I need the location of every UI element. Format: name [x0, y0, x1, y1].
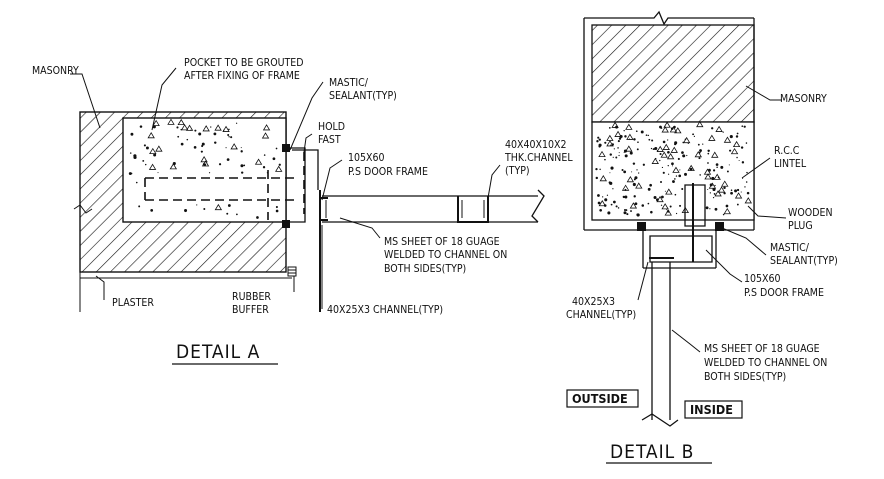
detail-a-label-tchannel-1: 40X40X10X2 [505, 139, 566, 151]
detail-a-grout-pocket [122, 117, 287, 223]
detail-a-label-sheet-3: BOTH SIDES(TYP) [384, 263, 466, 275]
detail-b-mastic-left [637, 222, 646, 231]
detail-b-label-plug-2: PLUG [788, 220, 813, 232]
detail-b-label-sheet-1: MS SHEET OF 18 GUAGE [704, 343, 820, 355]
detail-a: MASONRY POCKET TO BE GROUTED AFTER FIXIN… [32, 57, 573, 365]
detail-a-label-rubber-2: BUFFER [232, 304, 269, 316]
detail-a-label-sheet-2: WELDED TO CHANNEL ON [384, 249, 507, 261]
detail-b-label-mastic-2: SEALANT(TYP) [770, 255, 838, 267]
detail-a-rubber-buffer [287, 266, 297, 277]
detail-a-label-masonry: MASONRY [32, 65, 79, 77]
detail-b-leaders [637, 85, 787, 353]
detail-a-edge-channel [319, 197, 328, 221]
detail-a-label-pocket-1: POCKET TO BE GROUTED [184, 57, 304, 69]
detail-a-grout-speckle [128, 118, 283, 219]
detail-b-label-masonry: MASONRY [780, 93, 827, 105]
detail-a-label-plaster: PLASTER [112, 297, 154, 309]
detail-a-label-frame-2: P.S DOOR FRAME [348, 166, 428, 178]
detail-b-door-leaf [651, 262, 671, 420]
detail-b-label-mastic-1: MASTIC/ [770, 242, 810, 254]
detail-a-label-channel: 40X25X3 CHANNEL(TYP) [327, 304, 443, 316]
detail-b-label-channel-1: 40X25X3 [572, 296, 615, 308]
detail-a-label-tchannel-3: (TYP) [505, 165, 530, 177]
detail-a-label-mastic-1: MASTIC/ [329, 77, 369, 89]
detail-a-label-hold-2: FAST [318, 134, 341, 146]
detail-b-label-rcc-1: R.C.C [774, 145, 800, 157]
detail-b: MASONRY R.C.C LINTEL WOODEN PLUG MASTIC/… [566, 10, 838, 464]
detail-a-label-sheet-1: MS SHEET OF 18 GUAGE [384, 236, 500, 248]
detail-a-title: DETAIL A [176, 341, 260, 363]
detail-a-frame-hidden [144, 177, 296, 201]
detail-b-label-channel-2: CHANNEL(TYP) [566, 309, 636, 321]
detail-b-label-rcc-2: LINTEL [774, 158, 807, 170]
detail-b-door-frame [642, 230, 717, 269]
detail-b-outside-box [566, 389, 639, 408]
detail-b-mastic-right [715, 222, 724, 231]
detail-b-label-frame-1: 105X60 [744, 273, 781, 285]
detail-b-label-plug-1: WOODEN [788, 207, 833, 219]
detail-a-label-hold-1: HOLD [318, 121, 345, 133]
detail-a-label-frame-1: 105X60 [348, 152, 385, 164]
detail-b-label-outside: OUTSIDE [572, 391, 628, 406]
detail-b-inside-box [684, 400, 743, 419]
detail-b-label-sheet-2: WELDED TO CHANNEL ON [704, 357, 827, 369]
detail-b-label-sheet-3: BOTH SIDES(TYP) [704, 371, 786, 383]
detail-a-leaders [70, 67, 501, 309]
detail-a-label-pocket-2: AFTER FIXING OF FRAME [184, 70, 300, 82]
detail-a-door-leaf [322, 195, 538, 223]
detail-a-t-channel [457, 196, 489, 223]
detail-b-title: DETAIL B [610, 441, 694, 463]
detail-a-label-mastic-2: SEALANT(TYP) [329, 90, 397, 102]
detail-a-label-tchannel-2: THK.CHANNEL [504, 152, 573, 164]
detail-a-label-rubber-1: RUBBER [232, 291, 271, 303]
detail-a-mastic [282, 144, 290, 152]
detail-b-wooden-plug [684, 184, 706, 227]
detail-b-label-inside: INSIDE [690, 402, 733, 417]
detail-b-masonry-wall [591, 24, 755, 123]
detail-b-lintel-speckle [595, 120, 752, 217]
detail-a-door-frame [286, 147, 306, 223]
detail-b-label-frame-2: P.S DOOR FRAME [744, 287, 824, 299]
